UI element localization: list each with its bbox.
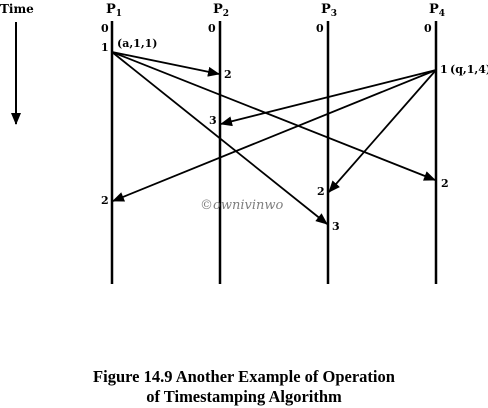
p4-initial-timestamp: 0 <box>424 22 432 35</box>
process-header-p3: P3 <box>321 2 337 19</box>
timestamping-diagram: Time P1 P2 P3 P4 0 0 0 0 1 (a,1,1) 1 (q,… <box>0 2 488 284</box>
caption-line-1: Figure 14.9 Another Example of Operation <box>93 367 395 386</box>
p4-send-timestamp: 1 <box>440 63 448 76</box>
watermark: ©ownivinwo <box>200 198 283 213</box>
message-p4-to-p2 <box>220 69 437 127</box>
p2-initial-timestamp: 0 <box>208 22 216 35</box>
p4-send-message-label: (q,1,4) <box>450 63 488 76</box>
process-header-p1: P1 <box>106 2 122 19</box>
p2-event-timestamp-2: 2 <box>224 68 232 81</box>
p1-event-timestamp-2: 2 <box>101 194 109 207</box>
caption-line-2: of Timestamping Algorithm <box>146 387 342 406</box>
figure-caption: Figure 14.9 Another Example of Operation… <box>0 367 488 407</box>
time-label: Time <box>0 2 34 16</box>
process-header-p4: P4 <box>429 2 445 19</box>
p1-initial-timestamp: 0 <box>101 22 109 35</box>
p3-event-timestamp-3: 3 <box>332 220 340 233</box>
p1-send-message-label: (a,1,1) <box>117 37 158 50</box>
process-header-p2: P2 <box>213 2 229 19</box>
message-p1-to-p3 <box>111 51 328 225</box>
message-p1-to-p2 <box>111 51 220 77</box>
p1-send-timestamp: 1 <box>101 41 109 54</box>
message-p1-to-p4 <box>111 51 436 181</box>
message-p4-to-p3 <box>328 69 437 193</box>
message-p4-to-p1 <box>112 69 437 202</box>
p3-initial-timestamp: 0 <box>316 22 324 35</box>
p3-event-timestamp-2: 2 <box>317 185 325 198</box>
p4-event-timestamp-2: 2 <box>441 177 449 190</box>
p2-event-timestamp-3: 3 <box>209 114 217 127</box>
